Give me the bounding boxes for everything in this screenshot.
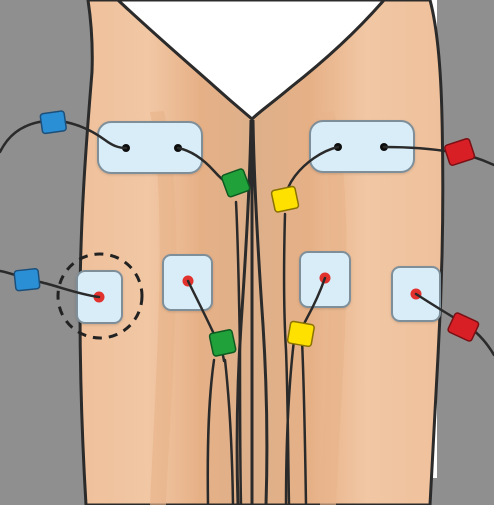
blue-connector-upper (40, 111, 67, 134)
yellow-connector-upper (271, 186, 299, 213)
green-connector-lower (209, 329, 236, 356)
outer-gray-right (437, 0, 494, 505)
blue-connector-lower (14, 268, 40, 290)
left-upper-pad (98, 122, 202, 173)
yellow-connector-lower (287, 321, 314, 347)
